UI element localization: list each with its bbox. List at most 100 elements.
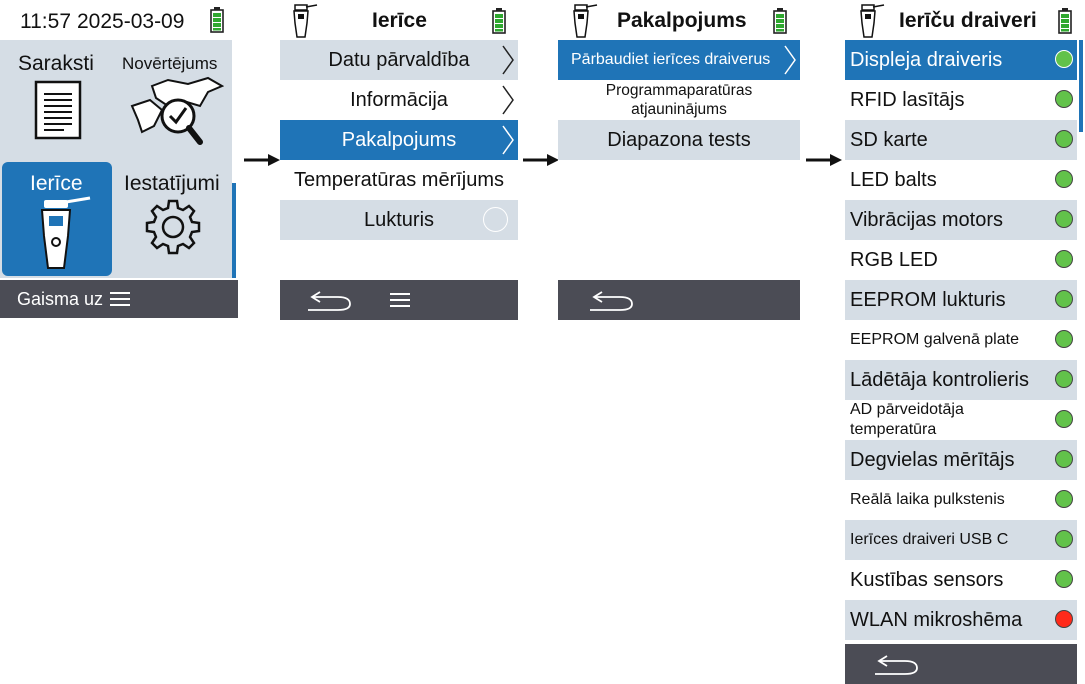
battery-icon (210, 7, 224, 33)
back-icon[interactable] (588, 288, 634, 312)
driver-row-eeprom-flashlight[interactable]: EEPROM lukturis (845, 280, 1077, 320)
menu-item-information[interactable]: Informācija (280, 80, 518, 120)
menu-item-flashlight[interactable]: Lukturis (280, 200, 518, 240)
tile-label: Ierīce (30, 172, 83, 195)
driver-row-rfid[interactable]: RFID lasītājs (845, 80, 1077, 120)
driver-label: Ierīces draiveri USB C (850, 531, 1009, 548)
status-ok-indicator (1055, 250, 1073, 268)
status-bar: 11:57 2025-03-09 (0, 0, 238, 40)
driver-row-motion-sensor[interactable]: Kustības sensors (845, 560, 1077, 600)
menu-item-data-management[interactable]: Datu pārvaldība (280, 40, 518, 80)
driver-label: RGB LED (850, 248, 938, 271)
driver-label: AD pārveidotāja temperatūra (850, 401, 964, 438)
document-list-icon (34, 80, 82, 140)
tile-saraksti[interactable]: Saraksti (2, 42, 112, 158)
screen-title: Ierīce (372, 9, 427, 32)
battery-icon (492, 8, 506, 34)
driver-label: LED balts (850, 168, 937, 191)
menu-item-check-drivers[interactable]: Pārbaudiet ierīces draiverus (558, 40, 800, 80)
chevron-right-icon (502, 85, 514, 115)
driver-row-wlan[interactable]: WLAN mikroshēma (845, 600, 1077, 640)
menu-item-label: Informācija (350, 88, 448, 111)
evaluation-magnifier-icon (130, 76, 224, 145)
status-error-indicator (1055, 610, 1073, 628)
flow-arrow-icon (523, 154, 559, 166)
driver-label: WLAN mikroshēma (850, 608, 1023, 631)
status-ok-indicator (1055, 530, 1073, 548)
service-screen: Pakalpojums Pārbaudiet ierīces draiverus… (558, 0, 800, 320)
driver-row-fuel-gauge[interactable]: Degvielas mērītājs (845, 440, 1077, 480)
status-ok-indicator (1055, 210, 1073, 228)
scrollbar[interactable] (232, 183, 236, 278)
driver-row-led-white[interactable]: LED balts (845, 160, 1077, 200)
scrollbar[interactable] (1079, 40, 1083, 132)
status-ok-indicator (1055, 450, 1073, 468)
menu-item-service[interactable]: Pakalpojums (280, 120, 518, 160)
driver-row-display[interactable]: Displeja draiveris (845, 40, 1077, 80)
menu-item-label: Diapazona tests (607, 128, 751, 151)
screen-title: Ierīču draiveri (899, 9, 1037, 32)
toggle-off-icon[interactable] (483, 207, 508, 232)
tile-iestatijumi[interactable]: Iestatījumi (118, 162, 232, 276)
status-ok-indicator (1055, 130, 1073, 148)
driver-row-usb-c[interactable]: Ierīces draiveri USB C (845, 520, 1077, 560)
bottom-bar (558, 280, 800, 320)
status-ok-indicator (1055, 570, 1073, 588)
chevron-right-icon (502, 45, 514, 75)
driver-row-ad-temperature[interactable]: AD pārveidotāja temperatūra (845, 400, 1077, 440)
driver-label: RFID lasītājs (850, 88, 965, 111)
menu-item-label: Lukturis (363, 208, 435, 231)
driver-row-rtc[interactable]: Reālā laika pulkstenis (845, 480, 1077, 520)
driver-label: Reālā laika pulkstenis (850, 491, 1005, 508)
driver-row-charger[interactable]: Lādētāja kontrolieris (845, 360, 1077, 400)
driver-row-rgb-led[interactable]: RGB LED (845, 240, 1077, 280)
bottom-bar (280, 280, 518, 320)
menu-item-label: Pārbaudiet ierīces draiverus (571, 51, 771, 68)
chevron-right-icon (502, 125, 514, 155)
menu-item-range-test[interactable]: Diapazona tests (558, 120, 800, 160)
device-icon (40, 196, 91, 269)
flow-arrow-icon (806, 154, 842, 166)
menu-item-temperature[interactable]: Temperatūras mērījums (280, 160, 518, 200)
light-toggle-label[interactable]: Gaisma uz (17, 289, 104, 309)
flow-arrow-icon (244, 154, 280, 166)
clock-time: 11:57 (20, 10, 71, 33)
device-menu-screen: Ierīce Datu pārvaldība Informācija Pakal… (280, 0, 518, 320)
chevron-right-icon (784, 45, 796, 75)
menu-item-label: Temperatūras mērījums (293, 168, 505, 191)
battery-icon (773, 8, 787, 34)
status-ok-indicator (1055, 410, 1073, 428)
tile-label: Iestatījumi (124, 172, 220, 195)
tile-novertejums[interactable]: Novērtējums (118, 42, 232, 158)
tile-label: Novērtējums (122, 54, 218, 73)
menu-item-label: Datu pārvaldība (328, 48, 470, 71)
bottom-bar: Gaisma uz (0, 280, 238, 318)
status-ok-indicator (1055, 290, 1073, 308)
driver-label: SD karte (850, 128, 928, 151)
menu-icon[interactable] (390, 292, 410, 308)
tile-label: Saraksti (18, 52, 94, 75)
driver-label: EEPROM lukturis (850, 288, 1006, 311)
status-ok-indicator (1055, 50, 1073, 68)
device-icon (860, 4, 885, 38)
clock-date: 2025-03-09 (77, 10, 185, 33)
bottom-bar (845, 644, 1077, 684)
back-icon[interactable] (306, 288, 352, 312)
screen-title: Pakalpojums (617, 9, 747, 32)
status-ok-indicator (1055, 330, 1073, 348)
tile-ierice[interactable]: Ierīce (2, 162, 112, 276)
device-icon (573, 4, 598, 38)
gear-icon (145, 199, 201, 255)
status-ok-indicator (1055, 90, 1073, 108)
menu-item-firmware-update[interactable]: Programmaparatūras atjauninājums (558, 80, 800, 120)
driver-row-sd[interactable]: SD karte (845, 120, 1077, 160)
driver-label: Vibrācijas motors (850, 208, 1004, 231)
home-screen: 11:57 2025-03-09 Saraksti Novērtējums (0, 0, 238, 318)
menu-icon[interactable] (110, 291, 130, 307)
driver-row-vibration[interactable]: Vibrācijas motors (845, 200, 1077, 240)
driver-label: Displeja draiveris (850, 48, 1003, 71)
back-icon[interactable] (873, 652, 919, 676)
device-icon (293, 4, 318, 38)
driver-row-eeprom-mainboard[interactable]: EEPROM galvenā plate (845, 320, 1077, 360)
status-ok-indicator (1055, 170, 1073, 188)
